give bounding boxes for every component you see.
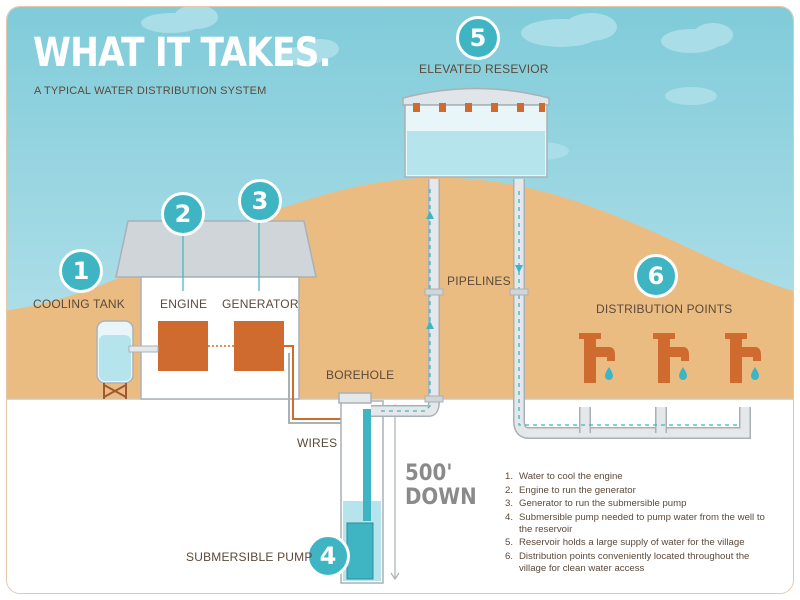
marker-3-badge: 3 [238, 179, 282, 223]
engine-house [115, 220, 317, 400]
legend-item: 6.Distribution points conveniently locat… [505, 550, 750, 574]
label-wires: WIRES [297, 436, 338, 450]
depth-unit: DOWN [405, 485, 477, 510]
legend-item: 2.Engine to run the generator [505, 484, 636, 496]
marker-1-badge: 1 [59, 249, 103, 293]
label-engine: ENGINE [160, 297, 208, 311]
legend-item: 5.Reservoir holds a large supply of wate… [505, 537, 745, 549]
cooling-tank-drawing [96, 320, 159, 399]
depth-label: 500' DOWN [405, 462, 477, 510]
generator-block [234, 321, 284, 371]
label-elevated-reservoir: ELEVATED RESEVIOR [419, 62, 549, 76]
marker-2-badge: 2 [161, 192, 205, 236]
legend-item: 4.Submersible pump needed to pump water … [505, 511, 765, 535]
label-pipelines: PIPELINES [447, 274, 511, 288]
label-submersible-pump: SUBMERSIBLE PUMP [186, 550, 313, 564]
depth-value: 500' [405, 461, 453, 486]
legend-item: 1.Water to cool the engine [505, 471, 623, 482]
marker-6-badge: 6 [634, 254, 678, 298]
page-subtitle: A TYPICAL WATER DISTRIBUTION SYSTEM [34, 85, 267, 97]
scene-illustration [7, 7, 793, 593]
legend-list: 1.Water to cool the engine 2.Engine to r… [505, 471, 775, 577]
label-borehole: BOREHOLE [326, 368, 395, 382]
label-cooling-tank: COOLING TANK [33, 297, 125, 311]
marker-5-badge: 5 [456, 16, 500, 60]
pipeline-network [371, 179, 751, 439]
legend-item: 3.Generator to run the submersible pump [505, 498, 687, 510]
marker-4-badge: 4 [306, 534, 350, 578]
distribution-taps [579, 333, 761, 383]
page-title: WHAT IT TAKES. [33, 30, 332, 76]
label-distribution-points: DISTRIBUTION POINTS [596, 302, 733, 316]
label-generator: GENERATOR [222, 297, 299, 311]
infographic-frame: WHAT IT TAKES. A TYPICAL WATER DISTRIBUT… [6, 6, 794, 594]
clouds [141, 7, 733, 160]
elevated-reservoir-drawing [402, 87, 550, 178]
engine-block [158, 321, 208, 371]
